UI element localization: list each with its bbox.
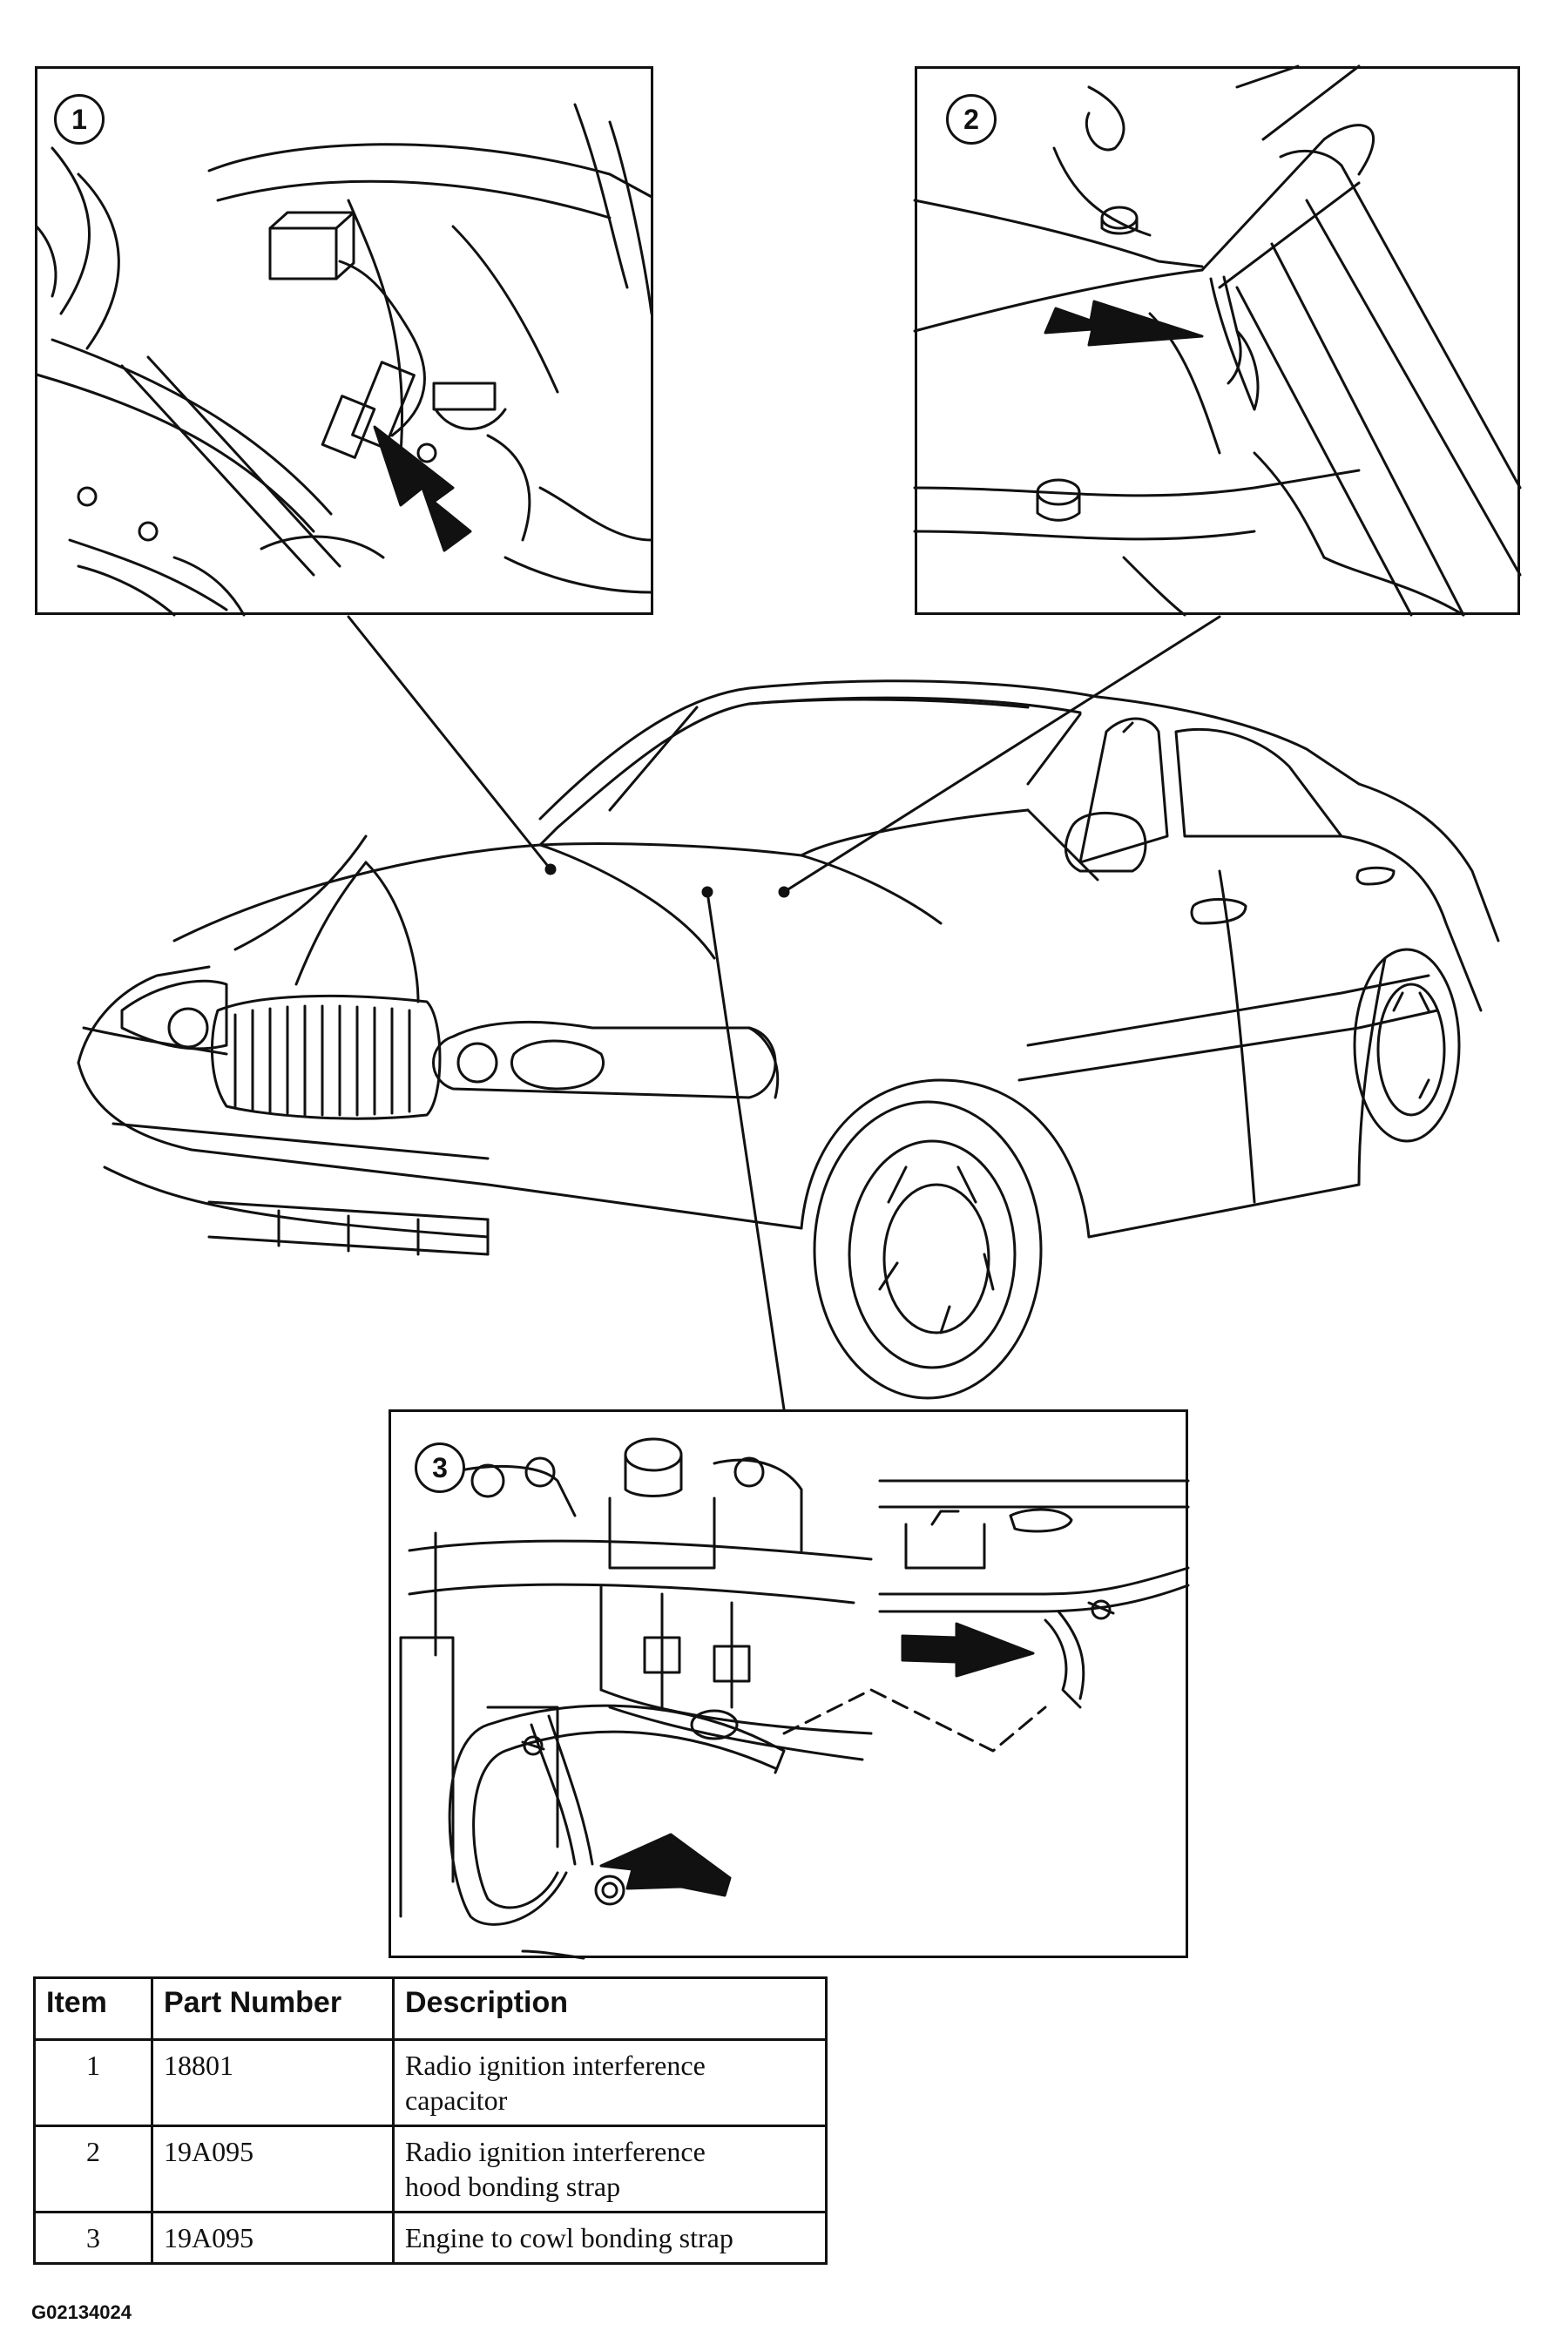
description-line: hood bonding strap [405, 2171, 621, 2202]
table-row: 3 19A095 Engine to cowl bonding strap [33, 2211, 828, 2265]
table-header-row: Item Part Number Description [33, 1976, 828, 2041]
inset-1-illustration [35, 103, 653, 617]
figure-id: G02134024 [31, 2301, 132, 2323]
callout-2: 2 [946, 94, 997, 145]
inset-2-illustration [913, 64, 1522, 617]
description-line: Engine to cowl bonding strap [405, 2222, 733, 2253]
callout-3: 3 [415, 1442, 465, 1493]
item-number: 2 [33, 2125, 153, 2213]
item-number: 1 [33, 2038, 153, 2127]
callout-1: 1 [54, 94, 105, 145]
table-row: 2 19A095 Radio ignition interference hoo… [33, 2125, 828, 2213]
description: Radio ignition interference hood bonding… [392, 2125, 828, 2213]
column-header-part-number: Part Number [151, 1976, 395, 2041]
description-line: Radio ignition interference [405, 2050, 706, 2081]
description: Radio ignition interference capacitor [392, 2038, 828, 2127]
part-number: 19A095 [151, 2125, 395, 2213]
car-illustration [77, 679, 1500, 1400]
inset-panel-3 [389, 1409, 1188, 1958]
description-line: capacitor [405, 2084, 508, 2116]
table-row: 1 18801 Radio ignition interference capa… [33, 2038, 828, 2127]
inset-panel-1 [35, 66, 653, 615]
inset-3-illustration [399, 1437, 1190, 1960]
inset-panel-2 [915, 66, 1520, 615]
column-header-description: Description [392, 1976, 828, 2041]
column-header-item: Item [33, 1976, 153, 2041]
parts-table: Item Part Number Description 1 18801 Rad… [33, 1976, 828, 2265]
part-number: 18801 [151, 2038, 395, 2127]
leader-lines [347, 615, 1221, 1411]
item-number: 3 [33, 2211, 153, 2265]
part-number: 19A095 [151, 2211, 395, 2265]
description: Engine to cowl bonding strap [392, 2211, 828, 2265]
description-line: Radio ignition interference [405, 2136, 706, 2167]
